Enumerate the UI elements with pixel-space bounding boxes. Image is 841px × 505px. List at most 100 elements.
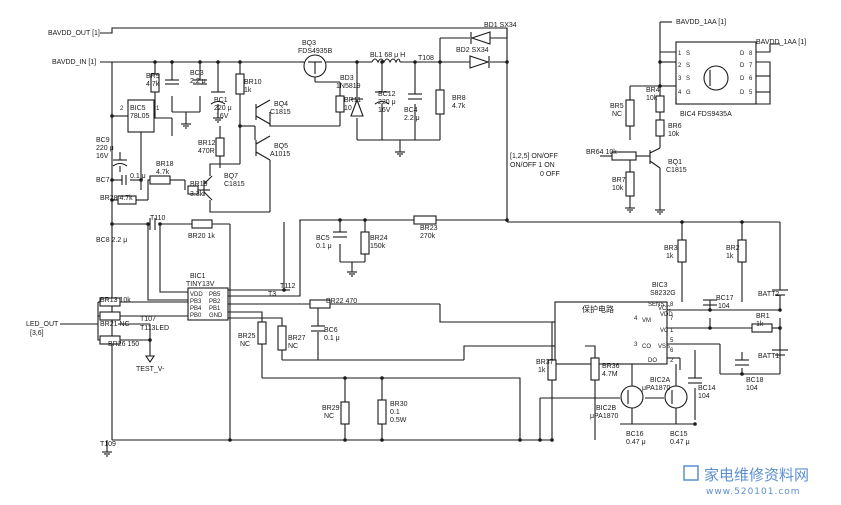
label-br2: BR2 xyxy=(726,245,740,252)
label-bc1-v: 16V xyxy=(216,113,229,120)
label-br5: BR5 xyxy=(610,103,624,110)
label-bic2a: BIC2A xyxy=(650,377,671,384)
label-t113: T113LED xyxy=(140,325,169,332)
label-bic5-pin2: 2 xyxy=(120,106,124,112)
label-br26: BR26 150 xyxy=(108,341,139,348)
bic3-num-8: 8 xyxy=(670,302,674,308)
bic4-s3: S xyxy=(686,76,690,82)
bic4-pin-3: 3 xyxy=(678,76,682,82)
bic4-d2: D xyxy=(740,63,745,69)
label-bd1: BD1 SX34 xyxy=(484,22,517,29)
bic3-num-1: 1 xyxy=(670,328,674,334)
label-br7-val: 10k xyxy=(612,185,624,192)
label-bq3-part: FDS4935B xyxy=(298,48,333,55)
label-bc5: BC5 xyxy=(316,235,330,242)
label-br6: BR6 xyxy=(668,123,682,130)
label-br12-val: 470R xyxy=(198,148,215,155)
label-br30: BR30 xyxy=(390,401,408,408)
label-br8-val: 4.7k xyxy=(452,103,466,110)
label-br24-val: 150k xyxy=(370,243,386,250)
bic3-pin-co: CO xyxy=(642,344,651,350)
label-bc12-v: 16V xyxy=(378,107,391,114)
junctions xyxy=(110,60,782,442)
label-bq3: BQ3 xyxy=(302,40,316,47)
mosfets-bic2 xyxy=(620,385,688,409)
label-bc15-val: 0.47 μ xyxy=(670,439,690,446)
label-br1-val: 1k xyxy=(756,321,764,328)
bic3-pin-do: DO xyxy=(648,358,657,364)
label-bc1-val: 220 μ xyxy=(214,105,232,112)
label-br21: BR21 NC xyxy=(100,321,130,328)
label-br19: BR19 xyxy=(190,181,208,188)
label-bc9-v: 16V xyxy=(96,153,109,160)
port-led-out-ref: [3,6] xyxy=(30,330,44,337)
label-t112: T112 xyxy=(280,283,296,290)
label-br23: BR23 xyxy=(420,225,438,232)
label-br22: BR22 470 xyxy=(326,298,357,305)
port-onoff-off: 0 OFF xyxy=(540,171,560,178)
label-bl1: BL1 68 μ H xyxy=(370,52,405,59)
bic1-pin-r3: GND xyxy=(209,313,223,319)
diode-bd1 xyxy=(470,31,491,45)
label-t109: T109 xyxy=(100,441,116,448)
label-br29: BR29 xyxy=(322,405,340,412)
watermark: 家电维修资料网 www.520101.com xyxy=(683,465,809,497)
label-bq4-part: C1815 xyxy=(270,109,291,116)
label-bc8: BC8 2.2 μ xyxy=(96,237,127,244)
label-bc17-val: 104 xyxy=(718,303,730,310)
bic3-num-6: 6 xyxy=(670,348,674,354)
port-bavdd-1aa-top: BAVDD_1AA [1] xyxy=(676,19,726,26)
bic3-pin-vc: VC xyxy=(660,328,669,334)
bic1-pin-l1: PB3 xyxy=(190,299,202,305)
label-br12: BR12 xyxy=(198,140,216,147)
bic4-pin-8: 8 xyxy=(749,51,753,57)
watermark-logo-icon xyxy=(683,465,699,481)
bic3-num-5: 5 xyxy=(670,338,674,344)
label-br13: BR13 10k xyxy=(100,297,131,304)
label-bc9-val: 220 μ xyxy=(96,145,114,152)
label-br27: BR27 xyxy=(288,335,306,342)
label-br64: BR64 10k xyxy=(586,149,617,156)
bic1-pin-r2: PB1 xyxy=(209,306,221,312)
label-br18: BR18 xyxy=(156,161,174,168)
label-bic2b-part: μPA1870 xyxy=(590,413,619,420)
bic1-pin-r1: PB2 xyxy=(209,299,221,305)
label-br27-val: NC xyxy=(288,343,298,350)
label-bd3: BD3 xyxy=(340,75,354,82)
label-batt1: BATT1 xyxy=(758,353,779,360)
bic4-s2: S xyxy=(686,63,690,69)
inductor-bl1 xyxy=(371,58,401,64)
label-br3: BR3 xyxy=(664,245,678,252)
bic3-pin-sens: SENS xyxy=(648,302,664,308)
label-t108: T108 xyxy=(418,55,434,62)
label-bc9: BC9 xyxy=(96,137,110,144)
label-bc6-val: 0.1 μ xyxy=(324,335,340,342)
label-br36: BR36 xyxy=(602,363,620,370)
label-bc17: BC17 xyxy=(716,295,734,302)
label-br10: BR10 xyxy=(244,79,262,86)
label-br28: BR28 4.7k xyxy=(100,195,133,202)
label-bd2: BD2 SX34 xyxy=(456,47,489,54)
label-br24: BR24 xyxy=(370,235,388,242)
label-bd3-part: 1N5819 xyxy=(336,83,361,90)
label-bc14: BC14 xyxy=(698,385,716,392)
port-led-out: LED_OUT xyxy=(26,321,59,328)
label-bc7: BC7 xyxy=(96,177,110,184)
label-br30-w: 0.5W xyxy=(390,417,407,424)
label-br23-val: 270k xyxy=(420,233,436,240)
label-br36-val: 4.7M xyxy=(602,371,618,378)
port-onoff-desc: ON/OFF 1 ON xyxy=(510,162,555,169)
bic4-pin-5: 5 xyxy=(749,90,753,96)
port-onoff: [1,2,5] ON/OFF xyxy=(510,153,558,160)
label-bc12: BC12 xyxy=(378,91,396,98)
label-br20: BR20 1k xyxy=(188,233,215,240)
label-br37-val: 1k xyxy=(538,367,546,374)
label-bic2a-part: μPA1870 xyxy=(642,385,671,392)
label-t110: T110 xyxy=(150,215,166,222)
label-bic5-pin1: 1 xyxy=(156,106,160,112)
label-br25: BR25 xyxy=(238,333,256,340)
label-bc7-val: 0.1 μ xyxy=(130,173,146,180)
ic-bic1 xyxy=(187,287,229,321)
bic4-pin-4: 4 xyxy=(678,90,682,96)
